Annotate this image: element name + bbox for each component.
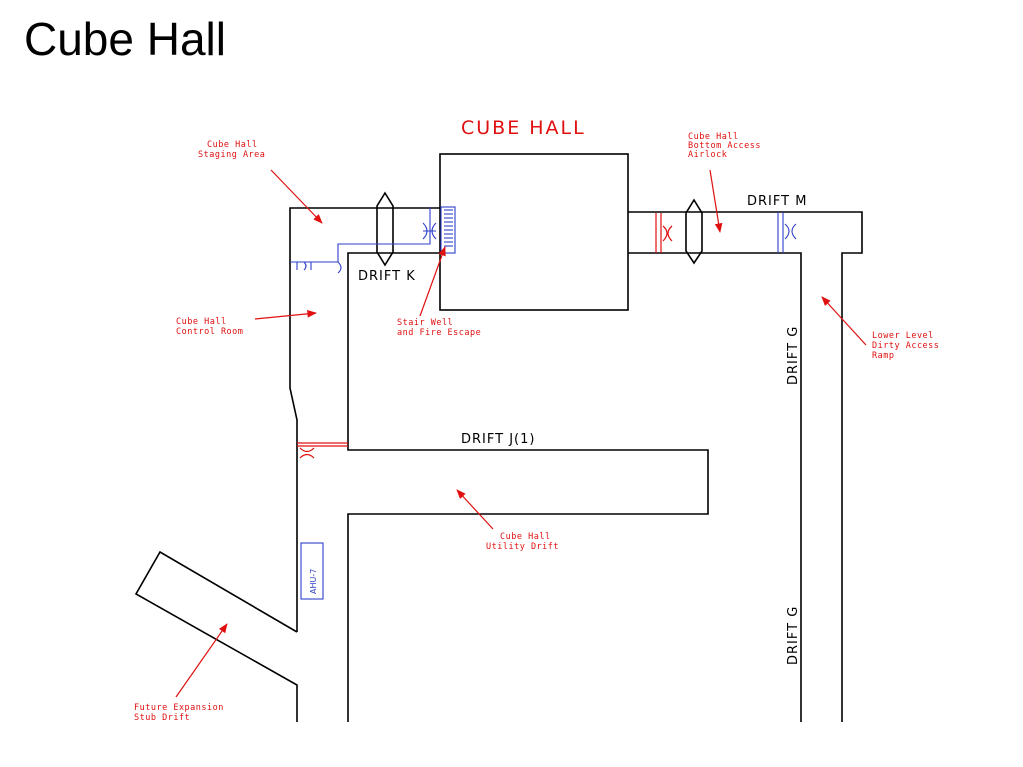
door-drift-m-icon [777, 212, 797, 253]
red-doors [297, 213, 673, 459]
callout-expansion-line1: Future Expansion [134, 703, 224, 713]
callout-stairwell-line2: and Fire Escape [397, 328, 481, 338]
ahu-7-unit [300, 542, 324, 600]
door-control-room-icon [296, 261, 312, 271]
airlock-bottom-icon [685, 198, 703, 265]
callout-ramp-line3: Ramp [872, 351, 894, 361]
drift-j1-label: DRIFT J(1) [461, 432, 535, 447]
callout-utility-line2: Utility Drift [486, 542, 559, 552]
callout-airlock-line2: Bottom Access [688, 141, 761, 151]
drift-m-label: DRIFT M [747, 194, 807, 209]
callout-staging-line2: Staging Area [198, 150, 265, 160]
stub-drift-wall [134, 550, 298, 722]
callout-airlock-line3: Airlock [688, 150, 727, 160]
airlock-staging-icon [376, 191, 394, 267]
callout-control-line1: Cube Hall [176, 317, 227, 327]
drift-m-wall-bottom [628, 252, 802, 722]
slide-title: Cube Hall [24, 13, 226, 65]
callout-utility-line1: Cube Hall [500, 532, 551, 542]
cube-hall-heading: CUBE HALL [461, 117, 586, 139]
stairwell-icon [440, 206, 456, 254]
left-outer-wall [289, 207, 440, 632]
callout-ramp-line2: Dirty Access [872, 341, 939, 351]
drift-g-upper-label: DRIFT G [786, 326, 801, 385]
blue-fixtures [290, 206, 797, 600]
drift-k-label: DRIFT K [358, 269, 416, 284]
callout-expansion-line2: Stub Drift [134, 713, 190, 723]
callout-stairwell-line1: Stair Well [397, 318, 453, 328]
callout-ramp-line1: Lower Level [872, 331, 934, 341]
ahu-label: AHU-7 [309, 569, 318, 594]
callout-airlock-line1: Cube Hall [688, 132, 739, 142]
door-utility-red-icon [297, 442, 348, 459]
cube-hall-room [439, 153, 629, 311]
staging-inner-wall [347, 252, 709, 722]
drift-m-wall-top [628, 211, 863, 722]
walls [134, 153, 863, 722]
door-airlock-red-icon [655, 213, 673, 253]
door-staging-icon [422, 222, 437, 240]
callout-control-line2: Control Room [176, 327, 243, 337]
callout-staging-line1: Cube Hall [207, 140, 258, 150]
drift-g-lower-label: DRIFT G [786, 606, 801, 665]
